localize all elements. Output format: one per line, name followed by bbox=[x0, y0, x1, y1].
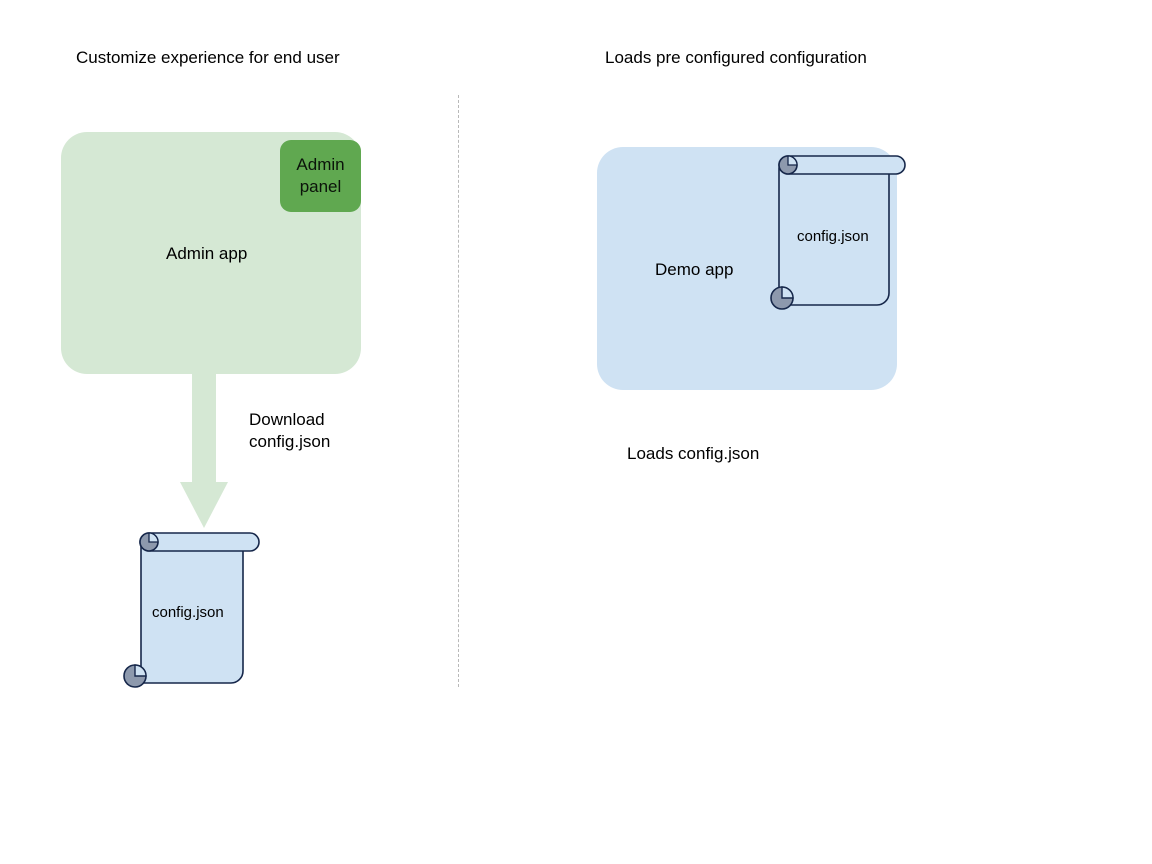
loads-config-caption: Loads config.json bbox=[627, 444, 760, 463]
admin-panel-line-1: Admin bbox=[296, 155, 345, 174]
download-arrow-label: Download config.json bbox=[249, 409, 330, 453]
download-arrow-label-line-2: config.json bbox=[249, 432, 331, 451]
left-section-title: Customize experience for end user bbox=[76, 48, 340, 67]
config-json-document-left-label: config.json bbox=[152, 604, 224, 621]
demo-app-label: Demo app bbox=[655, 260, 734, 279]
right-section-title: Loads pre configured configuration bbox=[605, 48, 867, 67]
config-json-document-right-label: config.json bbox=[797, 228, 869, 245]
admin-panel-badge[interactable]: Admin panel bbox=[280, 140, 361, 212]
config-json-document-left[interactable] bbox=[118, 528, 264, 690]
admin-panel-badge-label: Admin panel bbox=[296, 154, 344, 198]
admin-panel-line-2: panel bbox=[299, 177, 342, 196]
download-arrow-icon bbox=[180, 372, 228, 528]
download-arrow-label-line-1: Download bbox=[249, 410, 325, 429]
dotted-divider bbox=[458, 95, 459, 687]
config-json-document-right[interactable] bbox=[770, 151, 910, 311]
admin-app-label: Admin app bbox=[166, 244, 248, 263]
demo-app-box bbox=[597, 147, 897, 390]
